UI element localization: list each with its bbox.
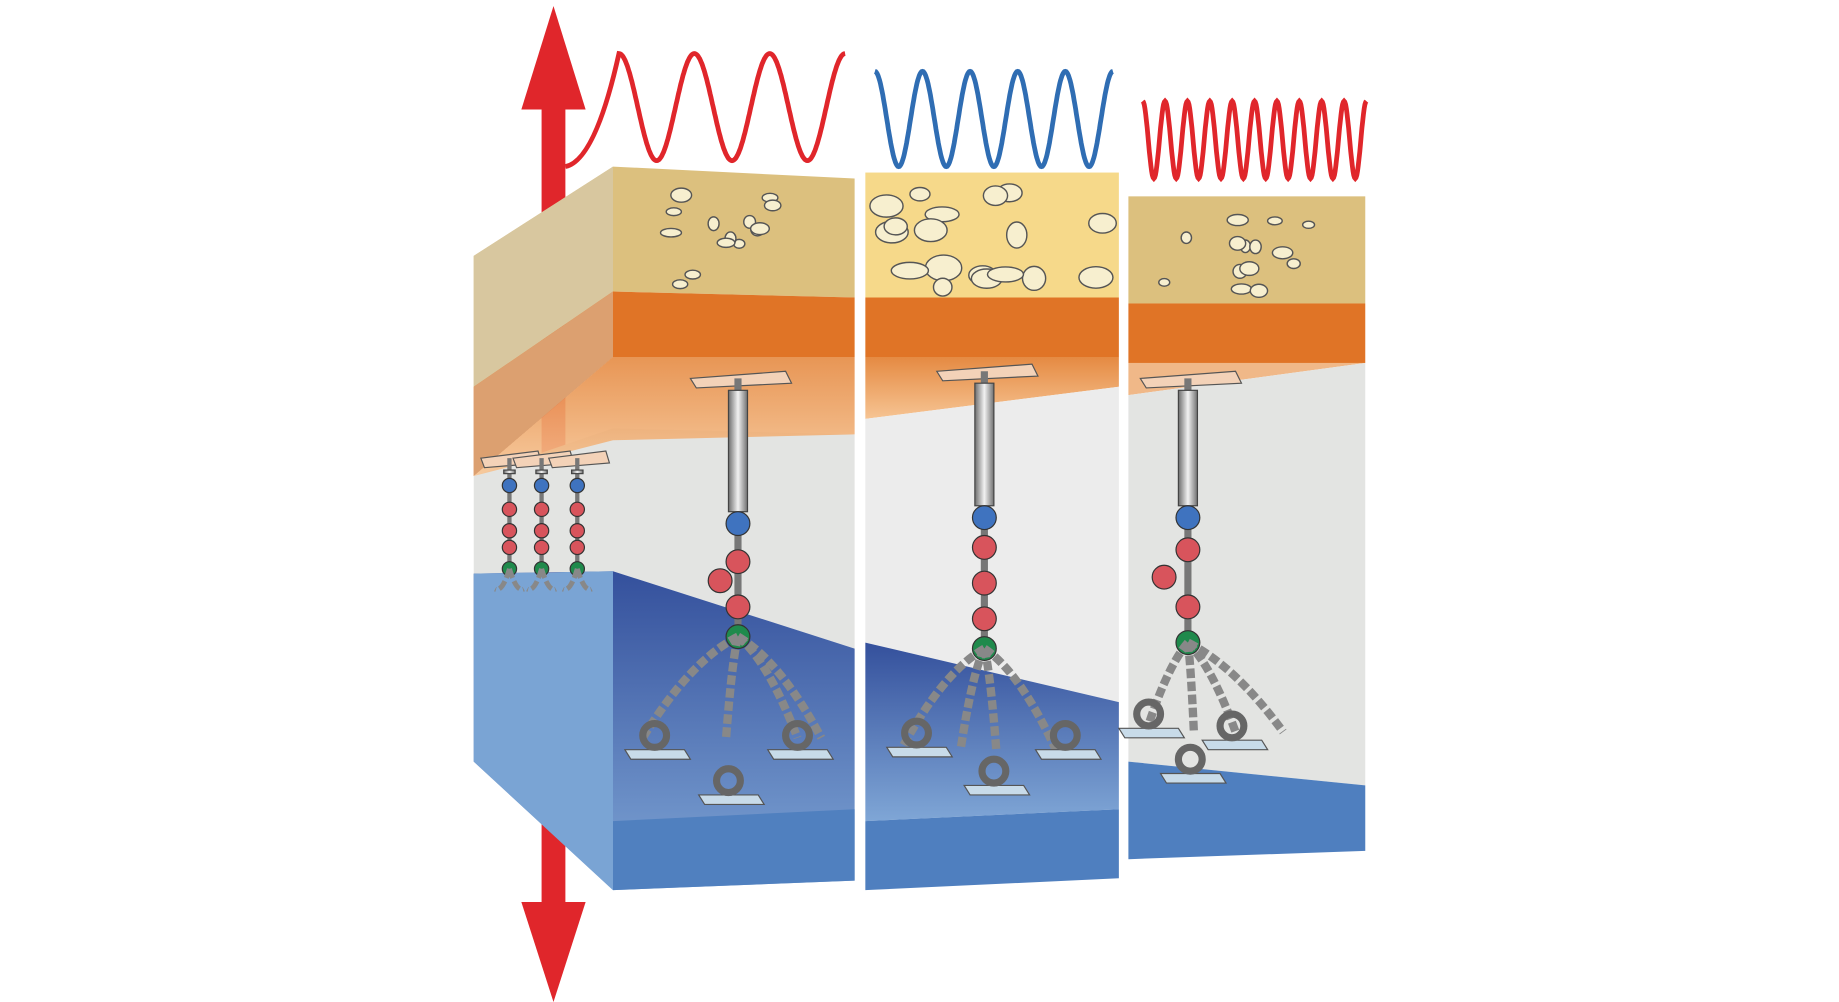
chain-branch (897, 644, 987, 752)
floor-plate (963, 784, 1031, 796)
pore (1301, 220, 1316, 230)
pore (659, 227, 683, 238)
porous-texture (659, 183, 1316, 299)
chain-branch (507, 568, 525, 592)
chain-branch (1142, 639, 1192, 734)
pore (909, 186, 931, 202)
pore (670, 187, 693, 203)
bead (971, 505, 997, 531)
bead (725, 511, 751, 537)
floor-ring (901, 717, 932, 749)
chain-branch (539, 568, 557, 592)
pore (924, 254, 963, 282)
pore (869, 194, 904, 218)
pore (671, 279, 689, 290)
floor-ring (1133, 698, 1165, 730)
chain-branch (735, 633, 825, 740)
pore (716, 237, 736, 249)
hook (535, 469, 548, 475)
chain-branch (574, 568, 593, 592)
pore (684, 269, 702, 280)
hook (974, 382, 995, 507)
floor-plate (885, 746, 954, 758)
bead (725, 594, 751, 620)
floor-ring (978, 755, 1010, 787)
floor-plate (623, 749, 692, 760)
bead (1175, 505, 1201, 531)
bead (569, 501, 586, 518)
floor-ring (639, 719, 671, 751)
pore (1228, 235, 1247, 251)
pore (763, 199, 782, 212)
floor-plate (1034, 749, 1103, 760)
bead (501, 539, 518, 556)
panel-low-frequency (473, 166, 855, 891)
pore (749, 222, 771, 236)
wave-high-frequency (1140, 97, 1369, 183)
pore (1180, 231, 1193, 245)
floor-ring (712, 765, 744, 797)
wave-low-frequency (564, 50, 846, 169)
bead (569, 477, 586, 494)
bead (533, 539, 550, 556)
pore (1088, 212, 1117, 234)
pore (1266, 216, 1283, 226)
pore (986, 266, 1025, 283)
pore (1021, 265, 1047, 292)
bead (971, 570, 997, 596)
pore (982, 185, 1009, 207)
hook (570, 469, 584, 475)
bead (1151, 564, 1177, 590)
bead (569, 539, 586, 556)
floor-ring (1049, 719, 1081, 751)
molecular-chains (480, 363, 1287, 806)
pore (1239, 261, 1260, 277)
floor-ring (1174, 743, 1206, 775)
floor-plate (766, 749, 835, 760)
bead (569, 523, 586, 539)
pore (932, 277, 953, 297)
pore (1005, 221, 1028, 249)
pore (1158, 277, 1171, 287)
pore (890, 261, 930, 280)
floor-ring (782, 719, 813, 751)
bead (707, 568, 733, 594)
pore (1271, 246, 1294, 260)
bead (501, 523, 518, 539)
bead (725, 549, 751, 575)
bead (1175, 537, 1201, 563)
floor-plate (1159, 772, 1228, 784)
bead (1175, 594, 1201, 620)
pore (1286, 258, 1301, 270)
bead (971, 606, 997, 632)
hook (503, 469, 516, 475)
pore (913, 218, 948, 243)
bead (533, 501, 550, 518)
bead (971, 534, 997, 560)
chain-branch (721, 635, 743, 739)
hook (727, 389, 749, 513)
bead (501, 477, 518, 494)
bead (533, 477, 550, 494)
chain-branch (981, 645, 1060, 752)
panel-high-frequency (1128, 196, 1366, 860)
pore (1249, 283, 1269, 299)
floor-plate (1117, 727, 1186, 739)
pore (1230, 283, 1253, 295)
pore (1226, 213, 1249, 227)
floor-plate (697, 794, 766, 806)
wave-medium-frequency (873, 68, 1114, 170)
hook (1177, 389, 1199, 507)
floor-plate (1201, 739, 1269, 751)
floor-ring (1216, 710, 1248, 742)
pore (1249, 239, 1262, 255)
pore (1078, 265, 1114, 289)
chain-branch (1186, 638, 1287, 735)
bead (501, 501, 518, 518)
bead (533, 523, 550, 539)
pore (883, 217, 908, 236)
pore (665, 207, 683, 217)
pore (707, 216, 720, 232)
